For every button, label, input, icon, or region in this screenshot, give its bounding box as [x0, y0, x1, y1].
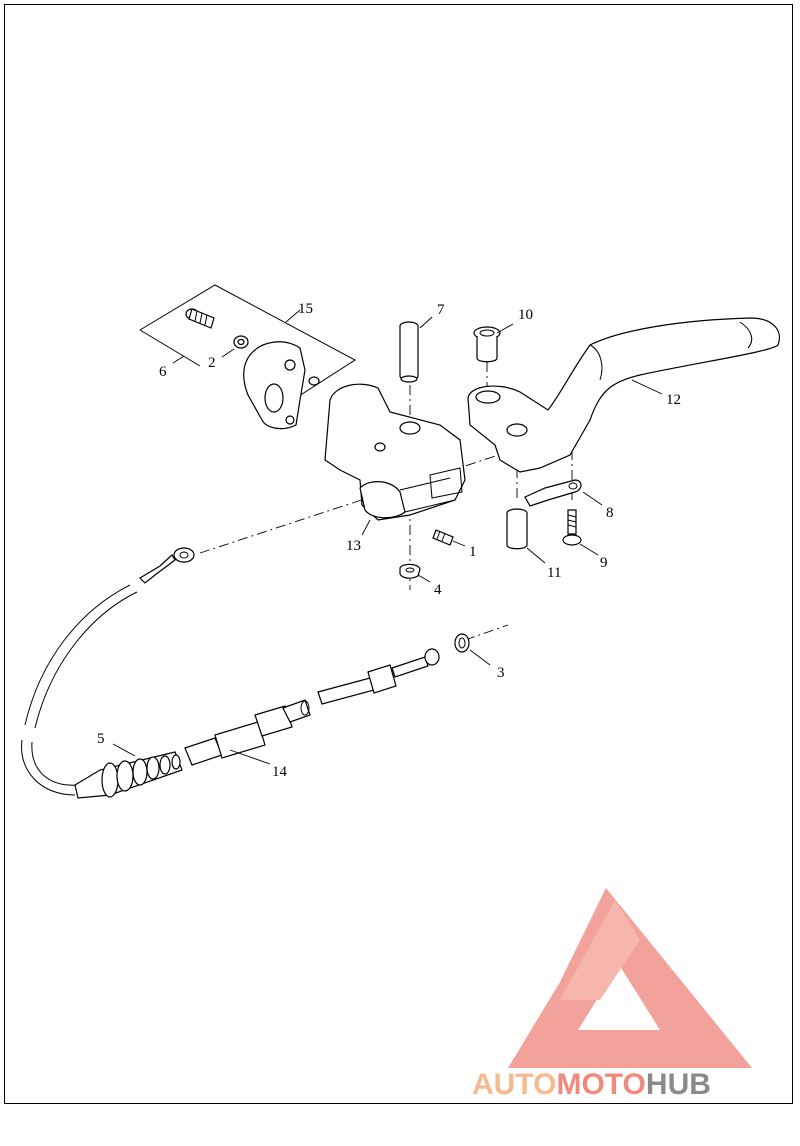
part-7-pivot-pin	[399, 321, 419, 383]
callout-12: 12	[666, 392, 681, 408]
part-5-cable-boot	[101, 754, 181, 798]
watermark-text: AUTOMOTOHUB	[472, 1068, 711, 1101]
callout-labels: 1 2 3 4 5 6 7 8 9 10 11 12 13 14 15	[97, 301, 681, 780]
callout-4: 4	[434, 582, 442, 598]
part-3-washer	[454, 633, 470, 653]
logo-triangle-shape	[508, 888, 752, 1068]
callout-10: 10	[518, 307, 533, 323]
diagram-frame	[4, 4, 793, 1104]
watermark-hub: HUB	[646, 1068, 711, 1101]
part-1-set-screw	[432, 529, 454, 546]
part-12-hand-lever	[467, 317, 780, 473]
part-6-screw	[185, 308, 215, 329]
callout-9: 9	[600, 555, 608, 571]
part-13-lever-bracket	[324, 383, 466, 521]
part-5-clutch-cable	[21, 547, 195, 799]
part-15-clamp	[243, 341, 320, 430]
part-4-retaining-ring	[399, 563, 421, 579]
logo-inner-mark	[560, 900, 640, 1000]
svg-text:AUTOMOTOHUB: AUTOMOTOHUB	[472, 1068, 711, 1101]
callout-7: 7	[437, 302, 445, 318]
callout-14: 14	[272, 764, 288, 780]
callout-5: 5	[97, 731, 105, 747]
leader-lines	[112, 309, 663, 765]
part-2-washer	[233, 335, 249, 349]
watermark-logo	[508, 888, 752, 1068]
part-8-switch-bracket	[524, 479, 582, 507]
callout-15: 15	[298, 301, 313, 317]
watermark-moto: MOTO	[556, 1068, 645, 1101]
part-15-group-outline	[139, 284, 356, 406]
callout-1: 1	[469, 544, 477, 560]
callout-2: 2	[208, 355, 216, 371]
callout-13: 13	[346, 538, 361, 554]
callout-6: 6	[159, 364, 167, 380]
part-14-cable-adjuster	[184, 648, 440, 766]
part-9-screw	[562, 509, 582, 546]
watermark-auto: AUTO	[472, 1068, 556, 1101]
callout-11: 11	[547, 565, 561, 581]
part-11-sleeve	[506, 508, 528, 550]
callout-8: 8	[606, 505, 614, 521]
part-10-bushing	[473, 326, 501, 363]
callout-3: 3	[497, 665, 505, 681]
